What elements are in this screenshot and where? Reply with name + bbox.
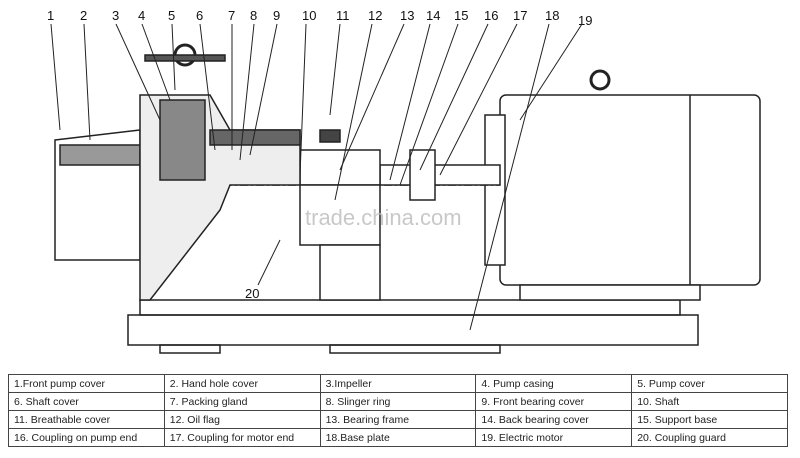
leader-line — [389, 23, 431, 181]
callout-9: 9 — [273, 8, 280, 23]
part-cell: 1.Front pump cover — [8, 374, 165, 393]
part-cell: 20. Coupling guard — [631, 428, 788, 447]
leader-line — [83, 23, 91, 141]
leader-line — [519, 23, 583, 121]
callout-13: 13 — [400, 8, 414, 23]
leader-line — [399, 23, 459, 186]
callout-5: 5 — [168, 8, 175, 23]
pump-casing — [54, 43, 341, 301]
callout-3: 3 — [112, 8, 119, 23]
leader-line — [141, 23, 171, 101]
part-cell: 15. Support base — [631, 410, 788, 429]
part-cell: 2. Hand hole cover — [163, 374, 321, 393]
leader-line — [171, 23, 176, 91]
leader-line — [329, 23, 341, 116]
shaft-and-coupling — [160, 149, 501, 301]
callout-11: 11 — [336, 8, 350, 23]
callout-12: 12 — [368, 8, 382, 23]
leader-line — [439, 23, 518, 176]
leader-line — [199, 23, 216, 151]
part-cell: 16. Coupling on pump end — [8, 428, 165, 447]
leader-line — [339, 23, 405, 171]
callout-14: 14 — [426, 8, 440, 23]
callout-16: 16 — [484, 8, 498, 23]
callout-20: 20 — [245, 286, 259, 301]
callout-2: 2 — [80, 8, 87, 23]
callout-18: 18 — [545, 8, 559, 23]
callout-8: 8 — [250, 8, 257, 23]
part-cell: 3.Impeller — [319, 374, 477, 393]
part-cell: 5. Pump cover — [631, 374, 788, 393]
base-plate — [127, 299, 699, 354]
part-cell: 9. Front bearing cover — [475, 392, 633, 411]
callout-1: 1 — [47, 8, 54, 23]
leader-line — [115, 23, 161, 121]
part-cell: 8. Slinger ring — [319, 392, 477, 411]
leader-line — [299, 23, 307, 176]
part-cell: 12. Oil flag — [163, 410, 321, 429]
callout-10: 10 — [302, 8, 316, 23]
leader-line — [50, 23, 61, 131]
part-cell: 18.Base plate — [319, 428, 477, 447]
part-cell: 19. Electric motor — [475, 428, 633, 447]
part-cell: 14. Back bearing cover — [475, 410, 633, 429]
part-cell: 6. Shaft cover — [8, 392, 165, 411]
callout-7: 7 — [228, 8, 235, 23]
leader-line — [419, 23, 489, 171]
callout-4: 4 — [138, 8, 145, 23]
callout-6: 6 — [196, 8, 203, 23]
part-cell: 17. Coupling for motor end — [163, 428, 321, 447]
watermark: trade.china.com — [305, 205, 462, 230]
leader-line — [249, 23, 278, 156]
leader-line — [334, 23, 373, 201]
part-cell: 7. Packing gland — [163, 392, 321, 411]
callout-17: 17 — [513, 8, 527, 23]
electric-motor — [484, 69, 761, 301]
callout-19: 19 — [578, 13, 592, 28]
part-cell: 13. Bearing frame — [319, 410, 477, 429]
part-cell: 11. Breathable cover — [8, 410, 165, 429]
part-cell: 10. Shaft — [631, 392, 788, 411]
leader-line — [469, 23, 550, 331]
callout-15: 15 — [454, 8, 468, 23]
leader-line — [239, 23, 255, 161]
part-cell: 4. Pump casing — [475, 374, 633, 393]
